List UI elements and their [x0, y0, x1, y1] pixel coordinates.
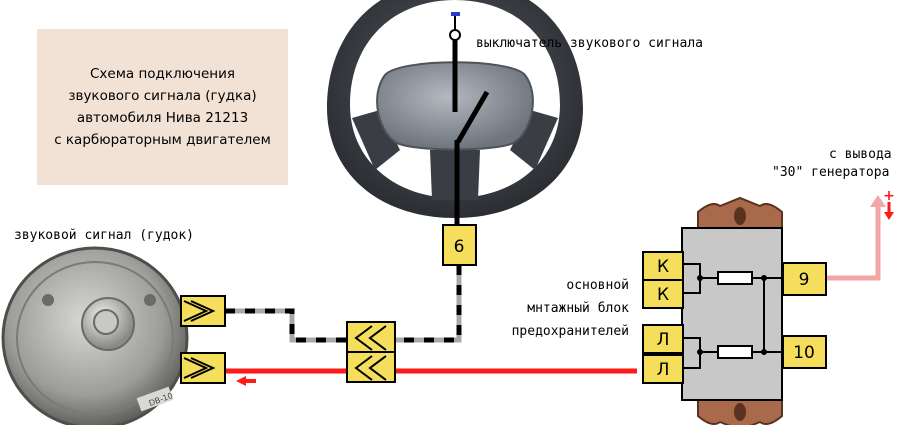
horn-connector-bottom — [180, 352, 226, 384]
title-line-2: звукового сигнала (гудка) — [68, 88, 257, 104]
splice-connector — [346, 321, 396, 383]
title-line-4: с карбюраторным двигателем — [54, 132, 271, 148]
horn-signal-wire — [225, 308, 347, 343]
title-line-3: автомобиля Нива 21213 — [76, 110, 249, 126]
generator-wire — [826, 205, 881, 281]
switch-signal-wire — [396, 265, 462, 343]
horn-body: DB-10 — [1, 246, 189, 425]
terminal-k2-label: К — [657, 285, 669, 305]
generator-label-line-1: с вывода — [829, 147, 892, 162]
title-line-1: Схема подключения — [89, 66, 236, 82]
terminal-l1-label: Л — [657, 330, 670, 350]
fuse-block-label-line-3: предохранителей — [511, 324, 629, 339]
fuse-k — [717, 271, 753, 285]
diagram-title: Схема подключения звукового сигнала (гуд… — [54, 63, 271, 151]
fuse-block-label-line-2: мнтажный блок — [527, 301, 629, 316]
fuse-l — [717, 345, 753, 359]
terminal-k2-box — [642, 279, 684, 309]
terminal-9-box — [782, 262, 827, 296]
terminal-10-box — [782, 335, 827, 369]
generator-plus-marker: + — [883, 188, 895, 220]
terminal-10-label: 10 — [793, 343, 815, 363]
horn-switch-label: выключатель звукового сигнала — [476, 36, 703, 51]
switch-ground-mark — [451, 12, 460, 16]
terminal-l2-label: Л — [657, 360, 670, 380]
fuse-block — [681, 196, 783, 425]
horn-connector-top — [180, 295, 226, 327]
connector-6-box — [442, 224, 477, 266]
horn-switch-symbol — [449, 12, 490, 232]
terminal-l1-box — [642, 324, 684, 354]
diagram-title-box: Схема подключения звукового сигнала (гуд… — [37, 29, 288, 185]
fuse-block-label-line-1: основной — [566, 278, 629, 293]
connector-6-label: 6 — [454, 237, 465, 257]
horn-label: звуковой сигнал (гудок) — [14, 228, 195, 243]
terminal-9-label: 9 — [799, 270, 810, 290]
generator-arrow — [870, 195, 886, 207]
current-direction-arrow — [236, 376, 256, 386]
switch-ground-sign: - — [466, 11, 467, 13]
generator-label-line-2: "30" генератора — [772, 165, 890, 180]
terminal-k1-box — [642, 251, 684, 281]
generator-plus-sign: + — [883, 188, 895, 204]
terminal-l2-box — [642, 354, 684, 384]
terminal-k1-label: К — [657, 257, 669, 277]
